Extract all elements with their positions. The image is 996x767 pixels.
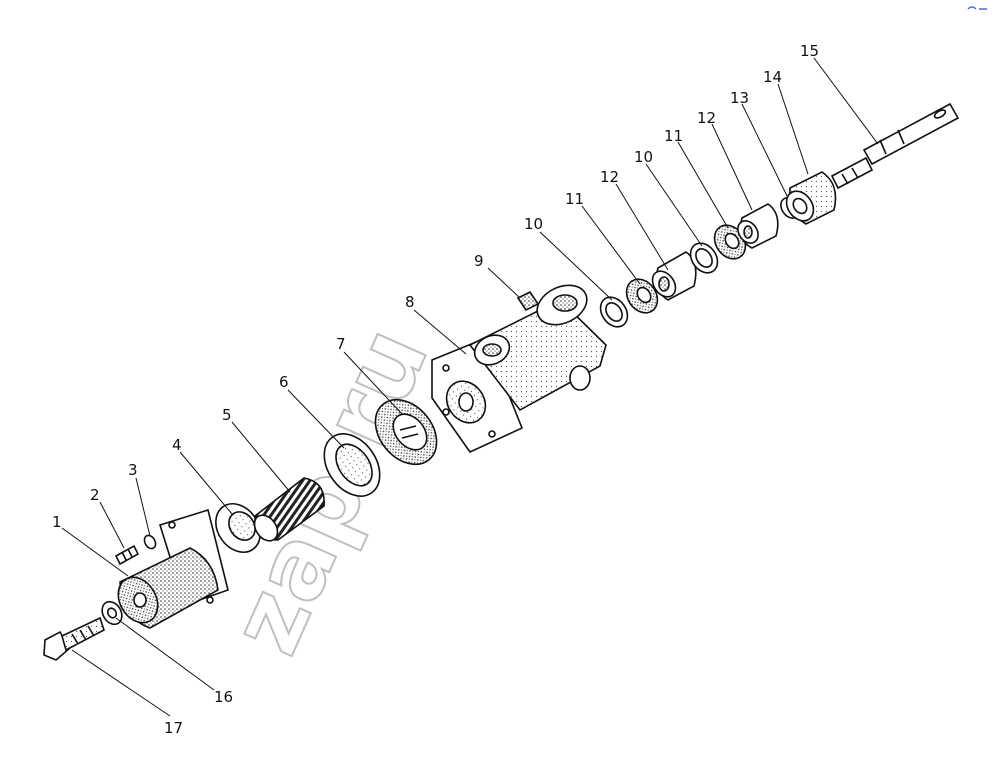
part-6-ring: [323, 433, 381, 497]
part-1-cover: [117, 508, 229, 629]
callout-16: 16: [214, 688, 233, 706]
part-3-washer: [143, 534, 157, 550]
part-10a-ring: [599, 296, 629, 328]
part-9-pin: [516, 290, 540, 312]
callout-14: 14: [763, 68, 782, 86]
part-5-spring: [253, 477, 325, 542]
callout-5: 5: [222, 406, 232, 424]
part-11b-seal: [713, 224, 747, 260]
part-14-nut: [785, 171, 837, 225]
callout-12b: 12: [697, 109, 716, 127]
callout-11b: 11: [664, 127, 683, 145]
part-10b-ring: [689, 242, 719, 274]
part-2-screw: [114, 544, 140, 566]
callout-8: 8: [405, 293, 415, 311]
watermark: zap.ru: [208, 311, 451, 671]
callout-10b: 10: [634, 148, 653, 166]
callout-13: 13: [730, 89, 749, 107]
callout-labels: 1 2 3 4 5 6 7 8 9 10 10 11 11 12 12 13 1…: [52, 42, 819, 737]
corner-mark-icon: [967, 6, 987, 10]
part-17-bolt: [43, 616, 105, 661]
watermark-text: zap.ru: [209, 312, 450, 670]
callout-17: 17: [164, 719, 183, 737]
callout-3: 3: [128, 461, 138, 479]
callout-1: 1: [52, 513, 62, 531]
callout-11a: 11: [565, 190, 584, 208]
callout-10a: 10: [524, 215, 543, 233]
part-11a-seal: [625, 278, 659, 314]
part-7-diaphragm: [374, 398, 438, 466]
callout-4: 4: [172, 436, 182, 454]
part-8-valve-body: [431, 284, 607, 454]
leader-lines: [61, 57, 879, 717]
callout-12a: 12: [600, 168, 619, 186]
callout-15: 15: [800, 42, 819, 60]
callout-6: 6: [279, 373, 289, 391]
callout-7: 7: [336, 335, 346, 353]
part-12b-bushing: [737, 203, 779, 249]
part-15-rod: [830, 102, 960, 190]
part-4-gasket: [215, 503, 261, 553]
callout-2: 2: [90, 486, 100, 504]
callout-9: 9: [474, 252, 484, 270]
